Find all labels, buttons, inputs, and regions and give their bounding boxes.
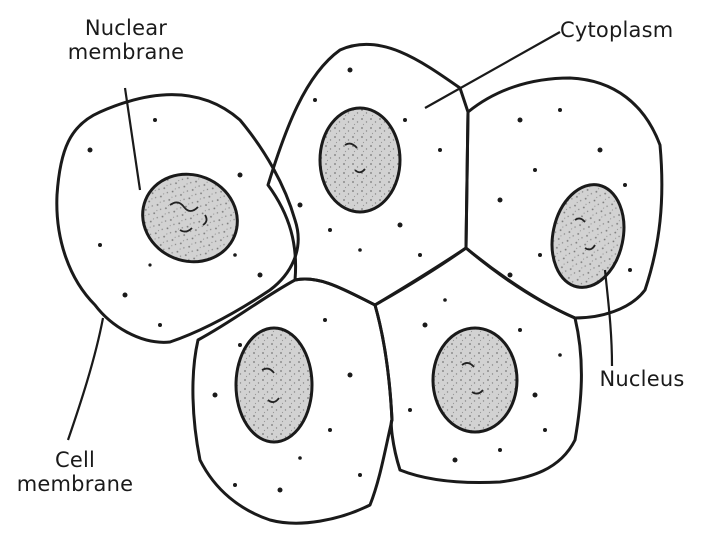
label-nuclear-membrane: Nuclear membrane bbox=[40, 16, 212, 64]
leader-cell-membrane bbox=[68, 318, 103, 440]
label-cytoplasm-text: Cytoplasm bbox=[560, 18, 700, 42]
label-nuclear-membrane-line1: Nuclear bbox=[40, 16, 212, 40]
leader-nucleus bbox=[605, 270, 612, 366]
label-cell-membrane-line1: Cell bbox=[0, 448, 150, 472]
label-cell-membrane-line2: membrane bbox=[0, 472, 150, 496]
label-nuclear-membrane-line2: membrane bbox=[40, 40, 212, 64]
label-nucleus: Nucleus bbox=[586, 367, 698, 391]
leader-nuclear-membrane bbox=[125, 88, 140, 190]
nucleus-right bbox=[543, 178, 633, 294]
label-cell-membrane: Cell membrane bbox=[0, 448, 150, 496]
label-cytoplasm: Cytoplasm bbox=[560, 18, 700, 42]
nucleus-left bbox=[129, 160, 250, 276]
nucleus-top-center bbox=[320, 108, 400, 212]
label-nucleus-text: Nucleus bbox=[586, 367, 698, 391]
nucleus-bottom-left bbox=[236, 328, 312, 442]
cell-right bbox=[466, 78, 662, 318]
nucleus-bottom-right bbox=[433, 328, 517, 432]
